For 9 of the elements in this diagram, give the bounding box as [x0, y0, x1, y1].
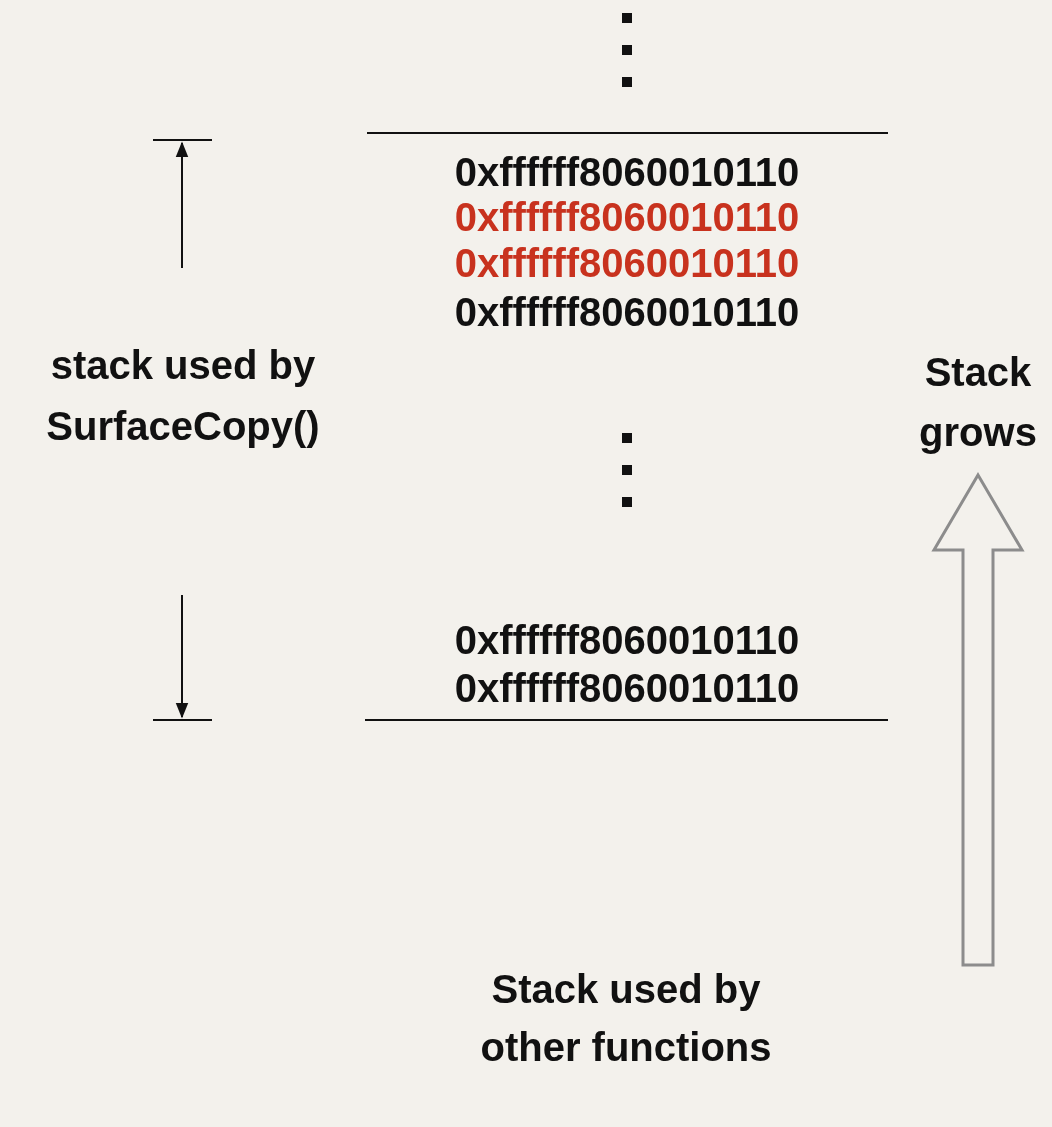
memory-address: 0xffffff8060010110	[453, 240, 801, 287]
stack-region-label: stack used by SurfaceCopy()	[45, 342, 321, 450]
memory-address: 0xffffff8060010110	[453, 665, 801, 712]
stack-region-label: Stack used by other functions	[479, 966, 773, 1071]
memory-address: 0xffffff8060010110	[453, 194, 801, 241]
growth-direction-label: Stack grows	[918, 349, 1038, 456]
memory-address: 0xffffff8060010110	[453, 289, 801, 336]
memory-address: 0xffffff8060010110	[453, 149, 801, 196]
memory-address: 0xffffff8060010110	[453, 617, 801, 664]
